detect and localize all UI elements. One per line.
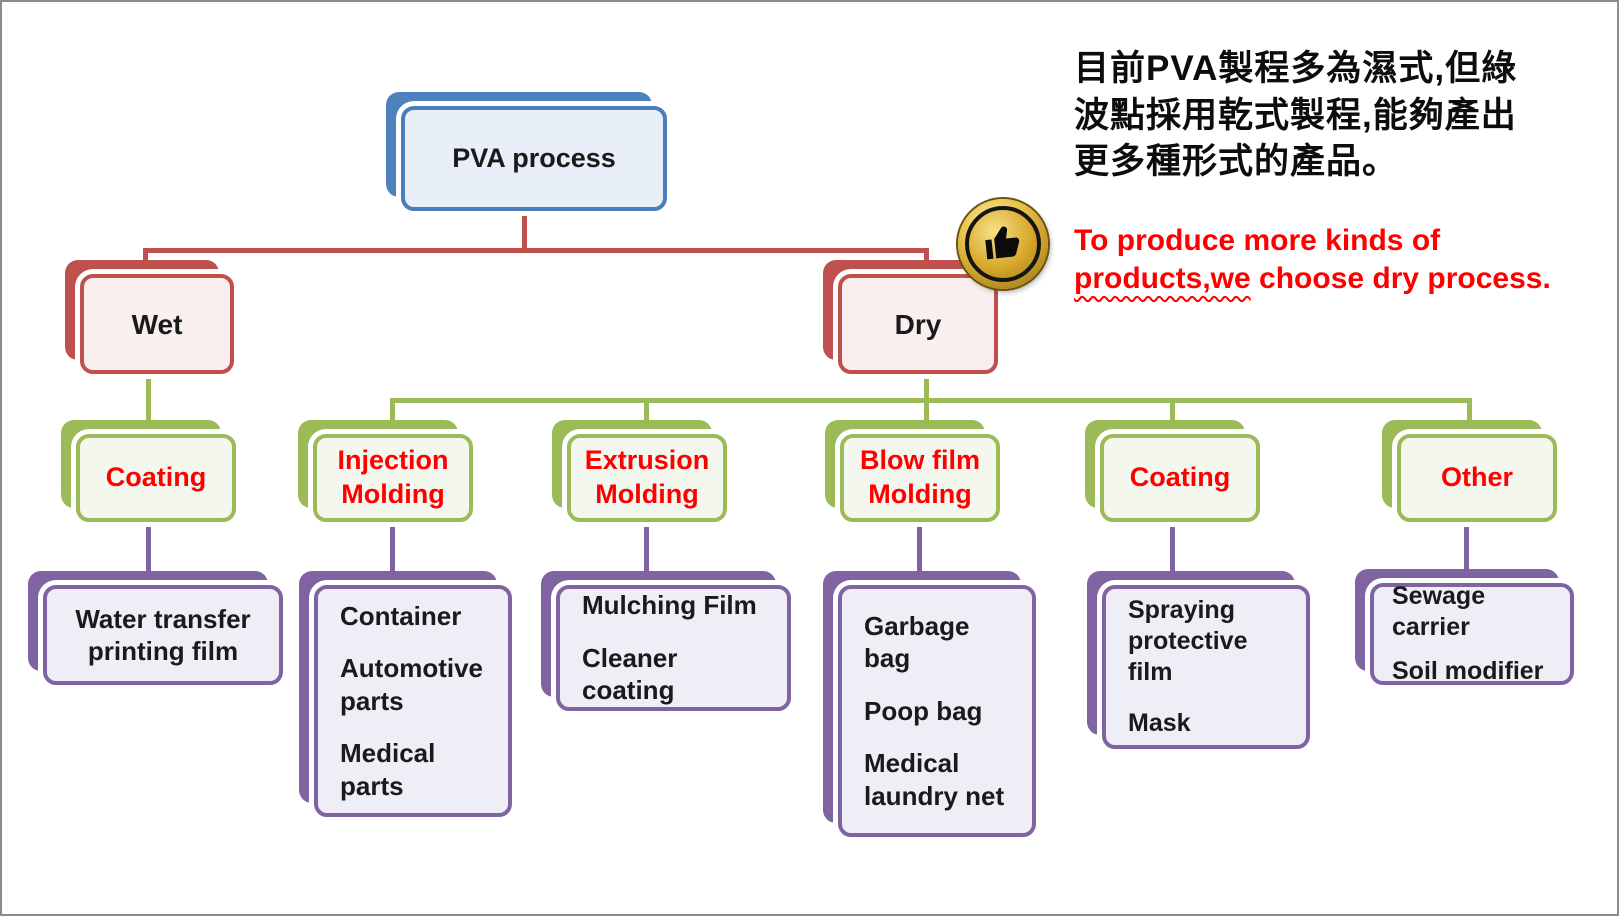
node-extrusion-molding-label: Extrusion Molding bbox=[584, 445, 710, 509]
node-pva-process-label: PVA process bbox=[452, 142, 616, 173]
connector-other-products bbox=[1464, 520, 1469, 588]
connector-extrusion-drop bbox=[644, 398, 649, 438]
connector-other-drop bbox=[1467, 398, 1472, 438]
english-note: To produce more kinds of products,we cho… bbox=[1074, 222, 1551, 299]
node-products-other: Sewage carrier Soil modifier bbox=[1355, 569, 1574, 685]
chinese-note: 目前PVA製程多為濕式,但綠 波點採用乾式製程,能夠產出 更多種形式的產品。 bbox=[1074, 46, 1517, 186]
chinese-note-line3: 更多種形式的產品。 bbox=[1074, 142, 1399, 182]
node-wet-label: Wet bbox=[131, 308, 183, 340]
node-injection-molding-label: Injection Molding bbox=[337, 445, 449, 509]
product-line: Poop bag bbox=[864, 695, 983, 726]
node-injection-molding: Injection Molding bbox=[298, 420, 473, 522]
chinese-note-line1: 目前PVA製程多為濕式,但綠 bbox=[1074, 49, 1518, 88]
product-line: Garbage bag bbox=[864, 610, 970, 674]
node-products-coating-wet: Water transfer printing film bbox=[28, 571, 283, 685]
product-line: Soil modifier bbox=[1392, 656, 1544, 685]
product-line: Medical parts bbox=[340, 738, 436, 801]
thumbs-up-badge bbox=[958, 199, 1048, 289]
connector-coating2-products bbox=[1170, 520, 1175, 590]
node-pva-process: PVA process bbox=[386, 92, 667, 211]
connector-extrusion-products bbox=[644, 520, 649, 590]
product-line: Container bbox=[340, 600, 462, 631]
connector-root-stub bbox=[522, 210, 527, 252]
node-products-coating-dry: Spraying protective film Mask bbox=[1087, 571, 1310, 749]
product-line: Automotive parts bbox=[340, 653, 483, 716]
node-extrusion-molding: Extrusion Molding bbox=[552, 420, 727, 522]
connector-coating2-drop bbox=[1170, 398, 1175, 438]
node-other-label: Other bbox=[1440, 462, 1513, 493]
chinese-note-line2: 波點採用乾式製程,能夠產出 bbox=[1074, 95, 1517, 135]
english-note-line1: To produce more kinds of bbox=[1074, 224, 1441, 257]
node-products-injection: Container Automotive parts Medical parts bbox=[299, 571, 512, 817]
thumbs-up-icon bbox=[981, 220, 1025, 269]
node-wet: Wet bbox=[65, 260, 234, 374]
product-line: Sewage carrier bbox=[1392, 582, 1486, 642]
node-dry: Dry bbox=[823, 260, 998, 374]
connector-blowfilm-products bbox=[917, 520, 922, 590]
english-note-rest: choose dry process. bbox=[1250, 262, 1551, 296]
node-blow-film-molding-label: Blow film Molding bbox=[860, 445, 980, 509]
connector-wet-coating bbox=[146, 372, 151, 438]
connector-dry-stub bbox=[924, 372, 929, 438]
product-line: Medical laundry net bbox=[864, 748, 1005, 811]
product-line: Mulching Film bbox=[582, 590, 757, 621]
node-blow-film-molding: Blow film Molding bbox=[825, 420, 1000, 522]
connector-branch-horizontal bbox=[143, 248, 929, 253]
connector-coating-products bbox=[146, 520, 151, 590]
connector-category-horizontal bbox=[390, 398, 1472, 403]
node-coating-wet-label: Coating bbox=[105, 462, 207, 493]
node-products-blow-film: Garbage bag Poop bag Medical laundry net bbox=[823, 571, 1036, 837]
node-products-extrusion: Mulching Film Cleaner coating bbox=[541, 571, 791, 711]
product-line: Mask bbox=[1128, 709, 1191, 738]
product-line: Cleaner coating bbox=[582, 642, 678, 706]
node-coating-wet: Coating bbox=[61, 420, 236, 522]
connector-injection-drop bbox=[390, 398, 395, 438]
product-line: Water transfer printing film bbox=[75, 603, 251, 667]
node-coating-dry-label: Coating bbox=[1129, 462, 1231, 493]
connector-injection-products bbox=[390, 520, 395, 590]
english-note-underlined: products,we bbox=[1074, 262, 1251, 296]
product-line: Spraying protective film bbox=[1128, 595, 1248, 687]
node-coating-dry: Coating bbox=[1085, 420, 1260, 522]
node-other: Other bbox=[1382, 420, 1557, 522]
node-dry-label: Dry bbox=[894, 308, 942, 340]
english-note-line2: products,we choose dry process. bbox=[1074, 260, 1551, 298]
